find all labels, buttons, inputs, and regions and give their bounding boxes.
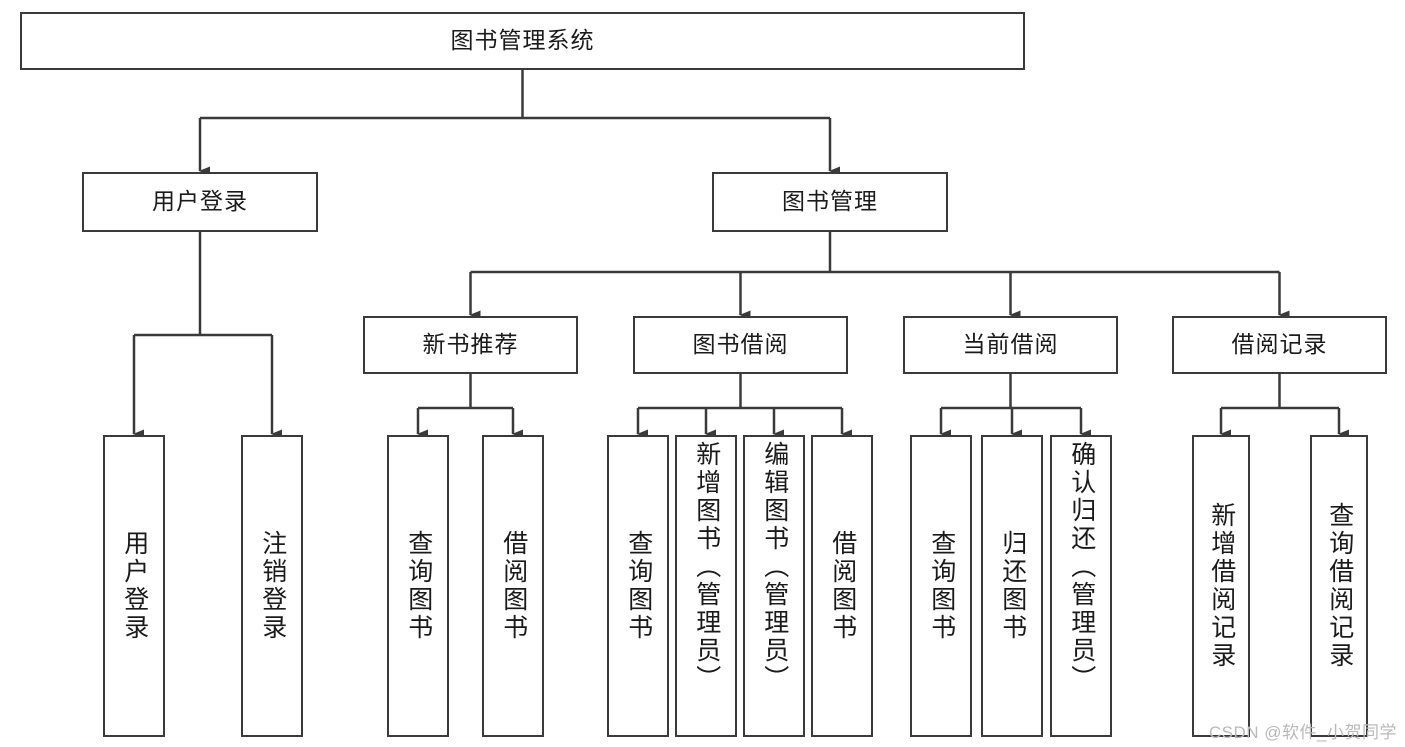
node-leaf-query-record: 查询借阅记录 xyxy=(1310,435,1368,737)
node-new-book-recommend: 新书推荐 xyxy=(363,316,578,374)
node-leaf-add-record: 新增借阅记录 xyxy=(1192,435,1250,737)
node-label-leaf-logout: 注销登录 xyxy=(258,530,287,642)
node-leaf-query-book-1: 查询图书 xyxy=(387,435,449,737)
node-book-borrow: 图书借阅 xyxy=(633,316,848,374)
node-leaf-confirm-return: 确认归还（管理员） xyxy=(1050,435,1112,737)
node-label-leaf-user-login: 用户登录 xyxy=(120,530,149,642)
node-label-leaf-query-record: 查询借阅记录 xyxy=(1325,502,1354,670)
node-label-leaf-query-book-3: 查询图书 xyxy=(927,530,956,642)
node-current-borrow: 当前借阅 xyxy=(903,316,1118,374)
node-leaf-query-book-3: 查询图书 xyxy=(910,435,972,737)
node-leaf-borrow-book-2: 借阅图书 xyxy=(811,435,873,737)
node-leaf-return-book: 归还图书 xyxy=(981,435,1043,737)
node-label-leaf-add-book: 新增图书（管理员） xyxy=(692,441,721,693)
node-user-login: 用户登录 xyxy=(82,172,318,232)
node-label-current-borrow: 当前借阅 xyxy=(962,331,1059,358)
node-label-leaf-borrow-book-1: 借阅图书 xyxy=(499,530,528,642)
node-borrow-record: 借阅记录 xyxy=(1172,316,1387,374)
node-label-leaf-query-book-1: 查询图书 xyxy=(404,530,433,642)
node-label-book-manage: 图书管理 xyxy=(782,188,878,215)
node-book-manage: 图书管理 xyxy=(712,172,948,232)
node-label-root: 图书管理系统 xyxy=(450,27,595,54)
node-leaf-query-book-2: 查询图书 xyxy=(607,435,669,737)
node-leaf-add-book: 新增图书（管理员） xyxy=(675,435,737,737)
node-label-user-login: 用户登录 xyxy=(152,188,248,215)
node-leaf-edit-book: 编辑图书（管理员） xyxy=(743,435,805,737)
node-label-leaf-edit-book: 编辑图书（管理员） xyxy=(760,441,789,693)
node-label-borrow-record: 借阅记录 xyxy=(1231,331,1328,358)
node-label-leaf-borrow-book-2: 借阅图书 xyxy=(828,530,857,642)
node-leaf-borrow-book-1: 借阅图书 xyxy=(482,435,544,737)
node-label-leaf-return-book: 归还图书 xyxy=(998,530,1027,642)
node-label-new-book-recommend: 新书推荐 xyxy=(422,331,519,358)
node-label-leaf-confirm-return: 确认归还（管理员） xyxy=(1067,441,1096,693)
node-label-book-borrow: 图书借阅 xyxy=(692,331,789,358)
node-leaf-logout: 注销登录 xyxy=(241,435,303,737)
node-root: 图书管理系统 xyxy=(20,12,1025,70)
node-label-leaf-add-record: 新增借阅记录 xyxy=(1207,502,1236,670)
node-label-leaf-query-book-2: 查询图书 xyxy=(624,530,653,642)
node-leaf-user-login: 用户登录 xyxy=(103,435,165,737)
csdn-watermark: CSDN @软件_小贺同学 xyxy=(1208,723,1397,742)
